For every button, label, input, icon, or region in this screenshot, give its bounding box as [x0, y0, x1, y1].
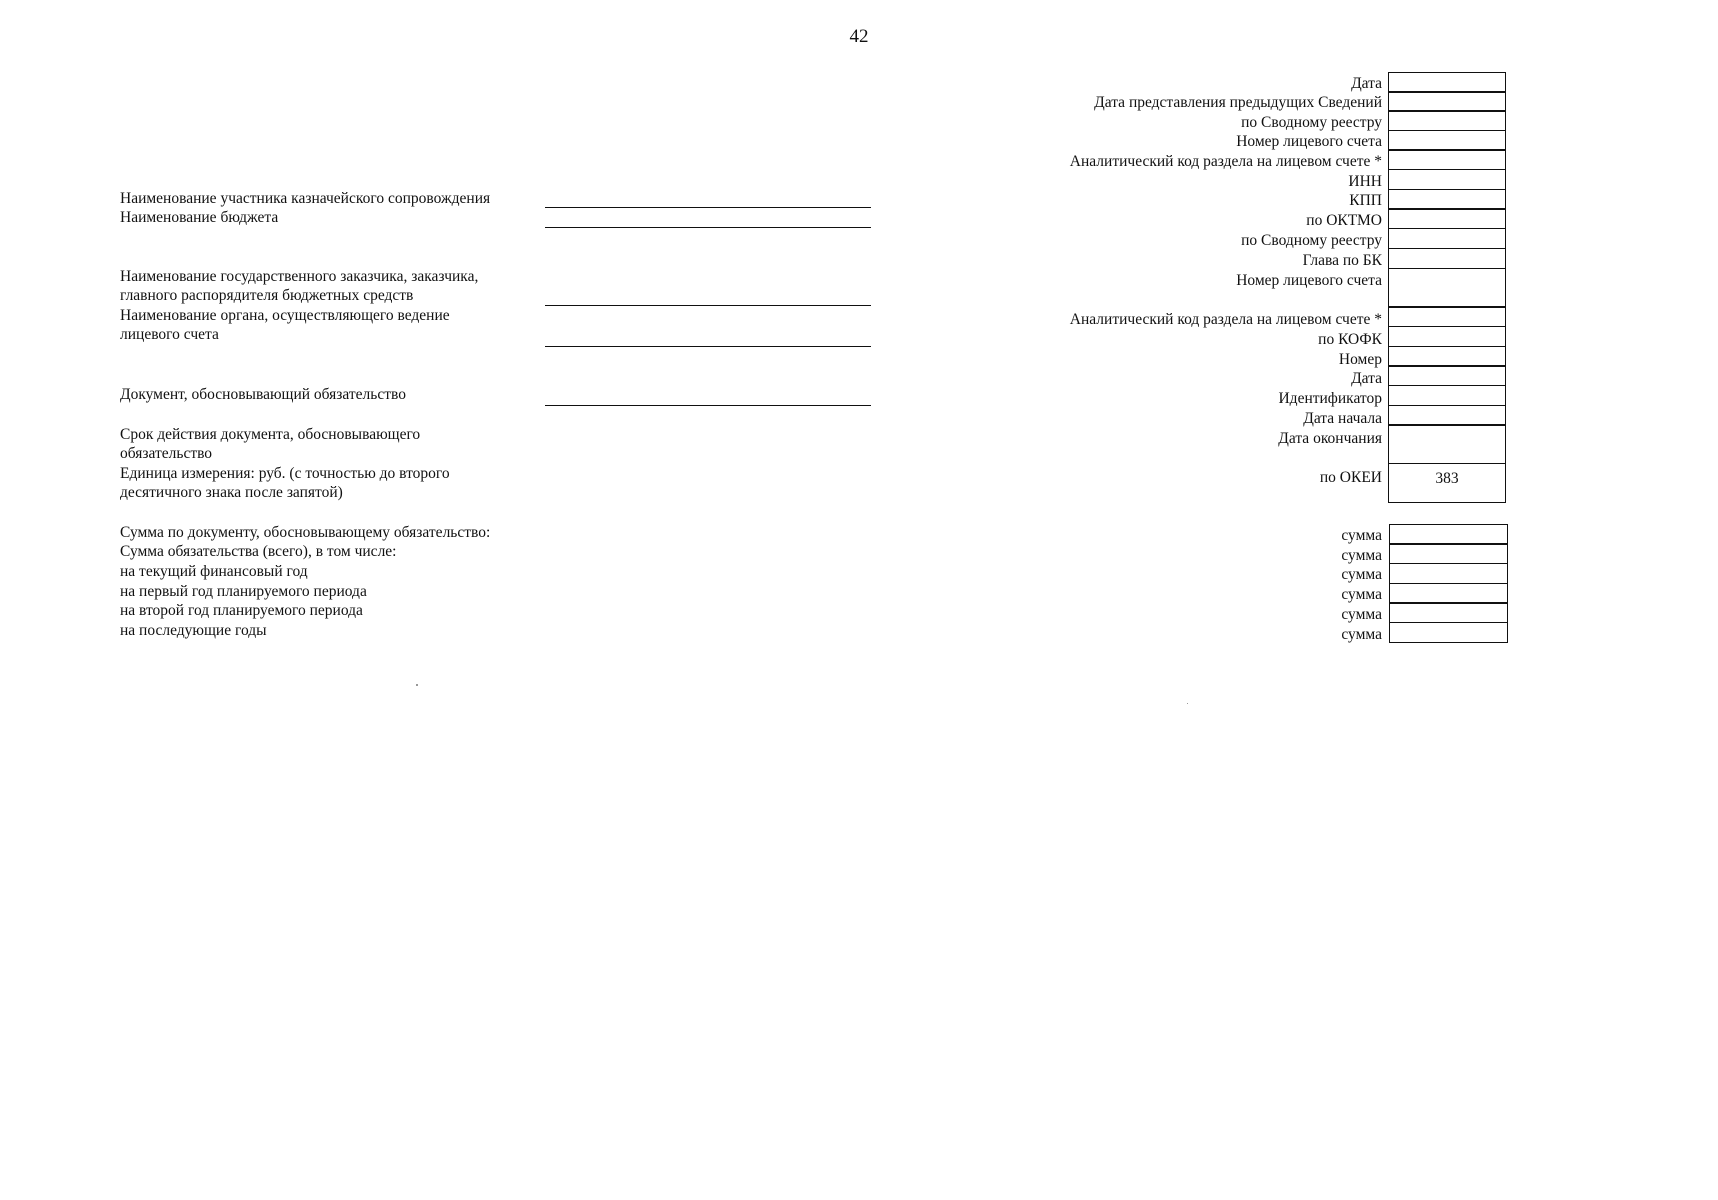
date-start-box[interactable]: [1388, 405, 1506, 426]
document-label: Документ, обосновывающий обязательство: [120, 386, 406, 403]
glava-bk-box[interactable]: [1388, 248, 1506, 269]
kofk-box[interactable]: [1388, 326, 1506, 347]
svod-reestr-box-2[interactable]: [1388, 228, 1506, 249]
glava-bk-label: Глава по БК: [1302, 252, 1382, 269]
account-body-label-line2: лицевого счета: [120, 326, 219, 343]
budget-label: Наименование бюджета: [120, 209, 279, 226]
date-end-box[interactable]: [1388, 424, 1506, 464]
customer-label-line2: главного распорядителя бюджетных средств: [120, 287, 414, 304]
okei-box[interactable]: 383: [1388, 463, 1506, 503]
sum-subsequent-label: на последующие годы: [120, 622, 267, 639]
inn-label: ИНН: [1348, 173, 1382, 190]
oktmo-box[interactable]: [1388, 208, 1506, 229]
prev-date-label: Дата представления предыдущих Сведений: [1094, 94, 1382, 111]
okei-value: 383: [1435, 470, 1459, 487]
scan-speck: [1187, 703, 1188, 704]
account-body-label-line1: Наименование органа, осуществляющего вед…: [120, 307, 450, 324]
kpp-box[interactable]: [1388, 189, 1506, 210]
document-fill-line[interactable]: [545, 405, 871, 406]
identifier-label: Идентификатор: [1278, 390, 1382, 407]
sum-box-6[interactable]: [1389, 622, 1508, 643]
scan-speck: [416, 684, 418, 686]
doc-number-box[interactable]: [1388, 346, 1506, 367]
sum-box-5[interactable]: [1389, 602, 1508, 623]
sum-label-6: сумма: [1341, 626, 1382, 643]
sum-document-label: Сумма по документу, обосновывающему обяз…: [120, 524, 491, 541]
customer-label-line1: Наименование государственного заказчика,…: [120, 268, 479, 285]
svod-reestr-box-1[interactable]: [1388, 110, 1506, 131]
date-label: Дата: [1351, 75, 1382, 92]
sum-box-4[interactable]: [1389, 583, 1508, 604]
participant-fill-line[interactable]: [545, 207, 871, 208]
kofk-label: по КОФК: [1318, 331, 1382, 348]
doc-number-label: Номер: [1338, 351, 1382, 368]
doc-date-label: Дата: [1351, 370, 1382, 387]
sum-label-1: сумма: [1341, 527, 1382, 544]
doc-date-box[interactable]: [1388, 365, 1506, 386]
term-label-line1: Срок действия документа, обосновывающего: [120, 426, 421, 443]
sum-label-4: сумма: [1341, 586, 1382, 603]
customer-fill-line[interactable]: [545, 305, 871, 306]
sum-box-1[interactable]: [1389, 524, 1508, 545]
prev-date-box[interactable]: [1388, 91, 1506, 112]
okei-label: по ОКЕИ: [1319, 469, 1382, 486]
analytic-code-box-1[interactable]: [1388, 149, 1506, 170]
oktmo-label: по ОКТМО: [1306, 212, 1382, 229]
date-start-label: Дата начала: [1303, 410, 1382, 427]
term-label-line2: обязательство: [120, 445, 213, 462]
account-number-label-1: Номер лицевого счета: [1236, 133, 1382, 150]
sum-label-2: сумма: [1341, 547, 1382, 564]
analytic-code-box-2[interactable]: [1388, 306, 1506, 327]
sum-label-3: сумма: [1341, 566, 1382, 583]
date-end-label: Дата окончания: [1278, 430, 1382, 447]
account-number-box-1[interactable]: [1388, 130, 1506, 151]
unit-label-line2: десятичного знака после запятой): [120, 484, 343, 501]
date-box[interactable]: [1388, 72, 1506, 93]
analytic-code-label-2: Аналитический код раздела на лицевом сче…: [1069, 311, 1382, 328]
svod-reestr-label-1: по Сводному реестру: [1241, 114, 1382, 131]
participant-label: Наименование участника казначейского соп…: [120, 190, 491, 207]
analytic-code-label-1: Аналитический код раздела на лицевом сче…: [1069, 153, 1382, 170]
sum-first-year-label: на первый год планируемого периода: [120, 583, 367, 600]
sum-total-label: Сумма обязательства (всего), в том числе…: [120, 543, 397, 560]
budget-fill-line[interactable]: [545, 227, 871, 228]
svod-reestr-label-2: по Сводному реестру: [1241, 232, 1382, 249]
sum-box-2[interactable]: [1389, 543, 1508, 564]
inn-box[interactable]: [1388, 169, 1506, 190]
kpp-label: КПП: [1349, 192, 1382, 209]
account-body-fill-line[interactable]: [545, 346, 871, 347]
account-number-box-2[interactable]: [1388, 268, 1506, 308]
sum-label-5: сумма: [1341, 606, 1382, 623]
unit-label-line1: Единица измерения: руб. (с точностью до …: [120, 465, 450, 482]
page-number: 42: [849, 26, 869, 47]
identifier-box[interactable]: [1388, 385, 1506, 406]
sum-current-year-label: на текущий финансовый год: [120, 563, 308, 580]
sum-box-3[interactable]: [1389, 563, 1508, 584]
sum-second-year-label: на второй год планируемого периода: [120, 602, 363, 619]
account-number-label-2: Номер лицевого счета: [1236, 272, 1382, 289]
